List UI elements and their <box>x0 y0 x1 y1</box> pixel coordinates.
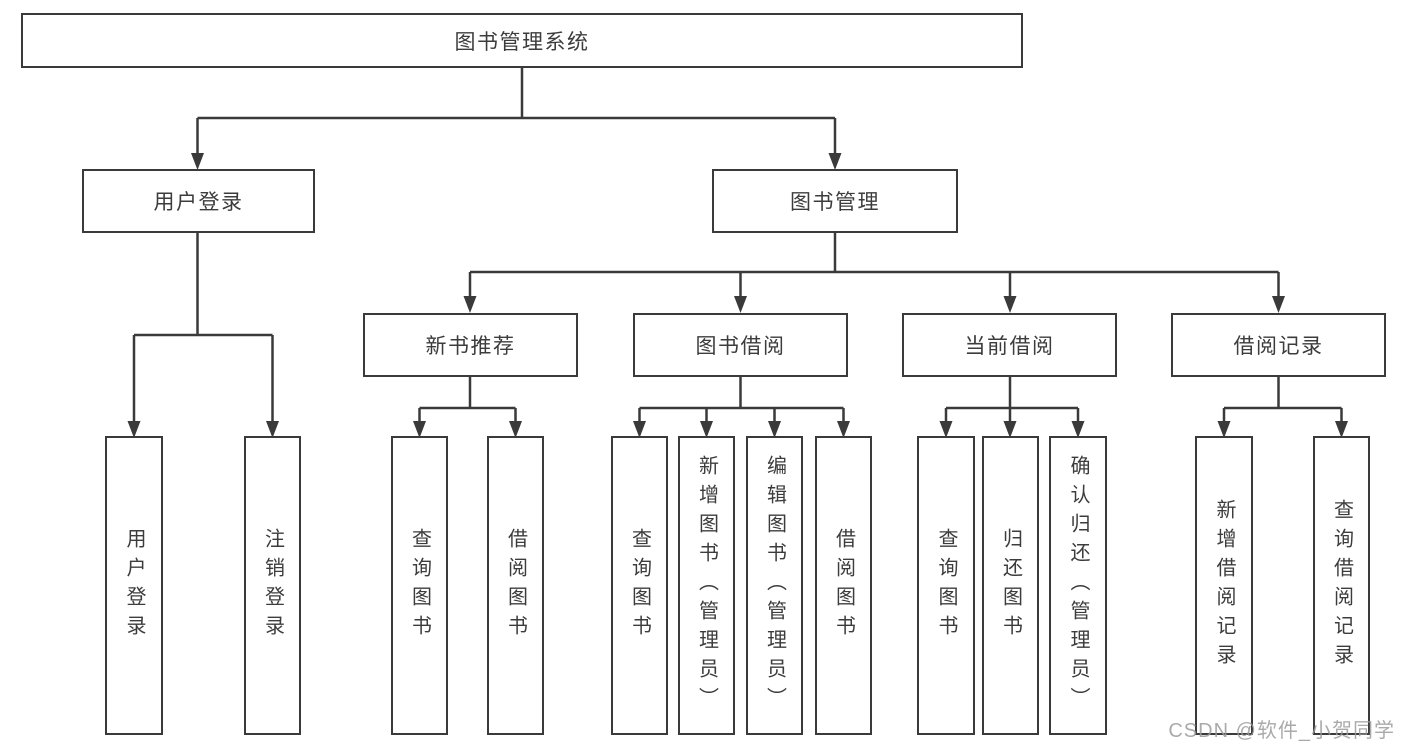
leaf-add-borrow-record: 新增借阅记录 <box>1195 436 1253 735</box>
node-label: 图书管理 <box>790 191 880 214</box>
leaf-label: 新增借阅记录 <box>1213 498 1235 673</box>
node-new-book-recommend: 新书推荐 <box>363 313 578 377</box>
watermark-text: CSDN @软件_小贺同学 <box>1168 720 1395 742</box>
node-book-borrowing: 图书借阅 <box>633 313 848 377</box>
leaf-return-books: 归还图书 <box>982 436 1039 735</box>
leaf-query-books-borrowing: 查询图书 <box>611 436 668 735</box>
leaf-label: 查询借阅记录 <box>1330 498 1353 673</box>
leaf-user-login: 用户登录 <box>105 436 163 735</box>
node-label: 图书管理系统 <box>454 30 590 54</box>
leaf-logout-login: 注销登录 <box>244 436 301 735</box>
leaf-label: 确认归还（管理员） <box>1067 455 1089 716</box>
node-user-login: 用户登录 <box>82 169 315 233</box>
node-label: 图书借阅 <box>695 335 786 358</box>
node-current-borrowing: 当前借阅 <box>902 313 1117 377</box>
leaf-edit-books-admin: 编辑图书（管理员） <box>746 436 803 735</box>
leaf-query-books-recommend: 查询图书 <box>391 436 448 735</box>
leaf-label: 编辑图书（管理员） <box>763 455 786 716</box>
node-label: 当前借阅 <box>964 335 1055 358</box>
leaf-add-books-admin: 新增图书（管理员） <box>678 436 735 735</box>
leaf-label: 用户登录 <box>123 527 145 644</box>
leaf-label: 借阅图书 <box>832 527 855 644</box>
leaf-query-borrow-record: 查询借阅记录 <box>1313 436 1370 735</box>
leaf-label: 查询图书 <box>628 527 651 644</box>
node-label: 用户登录 <box>153 191 244 214</box>
node-book-management: 图书管理 <box>712 169 958 233</box>
node-root: 图书管理系统 <box>21 13 1023 68</box>
leaf-label: 新增图书（管理员） <box>695 455 718 716</box>
leaf-label: 归还图书 <box>999 527 1022 644</box>
leaf-label: 注销登录 <box>261 527 284 644</box>
leaf-label: 查询图书 <box>408 527 431 644</box>
leaf-confirm-return-admin: 确认归还（管理员） <box>1049 436 1107 735</box>
leaf-borrow-books-recommend: 借阅图书 <box>487 436 544 735</box>
connector-paths <box>132 68 1343 422</box>
leaf-query-books-current: 查询图书 <box>917 436 975 735</box>
leaf-label: 借阅图书 <box>504 527 527 644</box>
node-borrowing-records: 借阅记录 <box>1171 313 1386 377</box>
node-label: 新书推荐 <box>425 335 516 358</box>
leaf-label: 查询图书 <box>935 527 957 644</box>
leaf-borrow-books-borrowing: 借阅图书 <box>815 436 872 735</box>
node-label: 借阅记录 <box>1233 335 1324 358</box>
